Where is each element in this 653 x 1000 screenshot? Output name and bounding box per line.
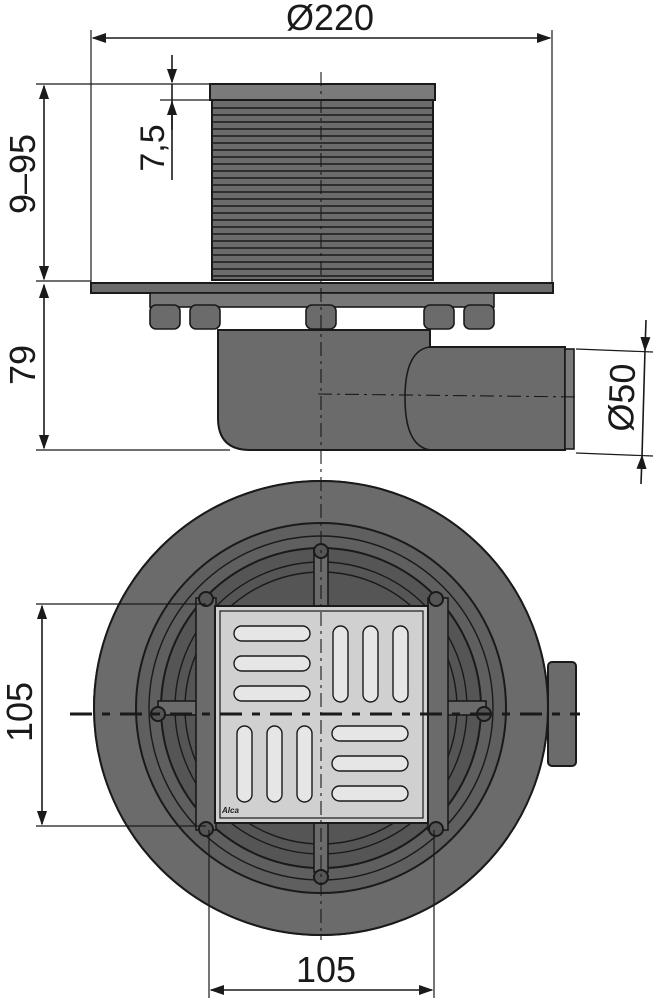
dimension-ring-height: 7,5 bbox=[134, 55, 212, 180]
flange-lugs bbox=[149, 292, 495, 330]
side-view bbox=[90, 83, 575, 451]
extension-ring bbox=[209, 83, 436, 281]
drain-body bbox=[217, 329, 566, 451]
grate-slots-top-right bbox=[332, 625, 409, 703]
brand-mark: Alca bbox=[221, 806, 239, 815]
body-height-label: 79 bbox=[2, 345, 43, 385]
grate-slots-top-left bbox=[233, 625, 311, 702]
dimension-outer-diameter: Ø220 bbox=[90, 0, 553, 283]
dimension-grate-width: 105 bbox=[208, 830, 435, 998]
height-adjustable-label: 9–95 bbox=[2, 134, 43, 214]
top-view: Alca bbox=[93, 480, 577, 936]
dimension-grate-height: 105 bbox=[0, 603, 206, 827]
grate-width-label: 105 bbox=[296, 949, 356, 990]
ring-height-label: 7,5 bbox=[134, 124, 172, 171]
grate-slots-bottom-left bbox=[236, 725, 313, 803]
ring-ribs bbox=[213, 107, 432, 277]
dimension-outlet-diameter: Ø50 bbox=[575, 319, 653, 485]
grate-slots-bottom-right bbox=[331, 725, 409, 802]
outer-diameter-label: Ø220 bbox=[286, 0, 374, 38]
outlet-diameter-label: Ø50 bbox=[600, 363, 643, 432]
flange bbox=[90, 282, 554, 294]
dimension-body-height: 79 bbox=[2, 283, 230, 451]
center-lines bbox=[70, 72, 581, 940]
grate-height-label: 105 bbox=[0, 682, 40, 742]
dimension-height-adjustable: 9–95 bbox=[2, 83, 210, 282]
outlet-pipe-end bbox=[564, 348, 575, 450]
